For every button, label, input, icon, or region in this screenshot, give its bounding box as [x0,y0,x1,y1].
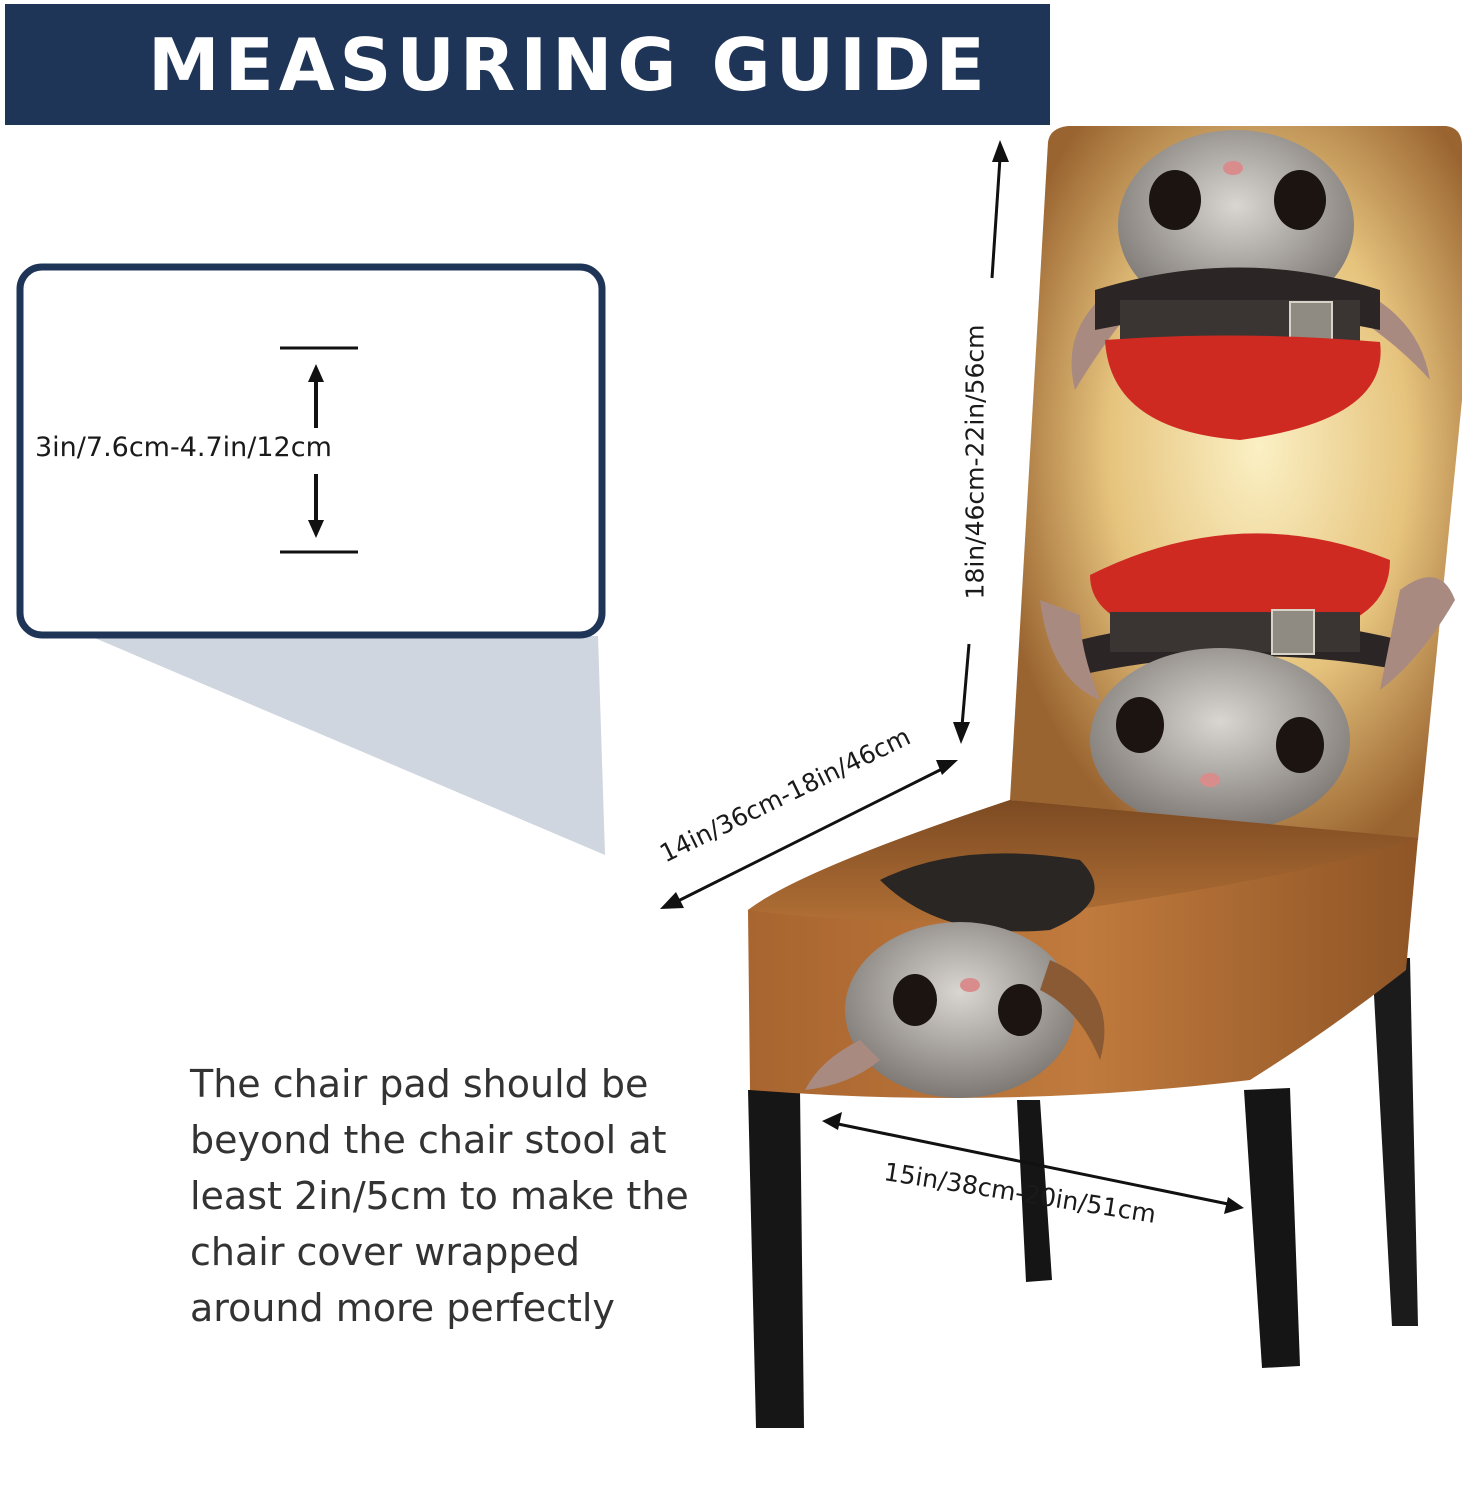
backrest-cover [1010,126,1462,840]
seat-width-arrow [822,1112,1244,1214]
pad-thickness-label: 3in/7.6cm-4.7in/12cm [35,432,332,463]
backrest-width-arrow [660,760,958,909]
double-arrow-icon [308,364,324,538]
callout-shadow [90,636,605,855]
double-arrow-icon [660,760,958,909]
page-title: MEASURING GUIDE [148,22,990,107]
backrest-height-arrow [953,140,1009,744]
fit-note: The chair pad should be beyond the chair… [190,1062,689,1330]
seat-cover [748,800,1418,1098]
chair-legs [748,958,1418,1428]
pad-thickness-indicator [280,346,358,554]
double-arrow-icon [822,1112,1244,1214]
double-arrow-icon [953,140,1009,744]
title-banner: MEASURING GUIDE [5,4,1050,125]
backrest-height-label: 18in/46cm-22in/56cm [960,324,990,600]
callout-box [16,263,606,639]
